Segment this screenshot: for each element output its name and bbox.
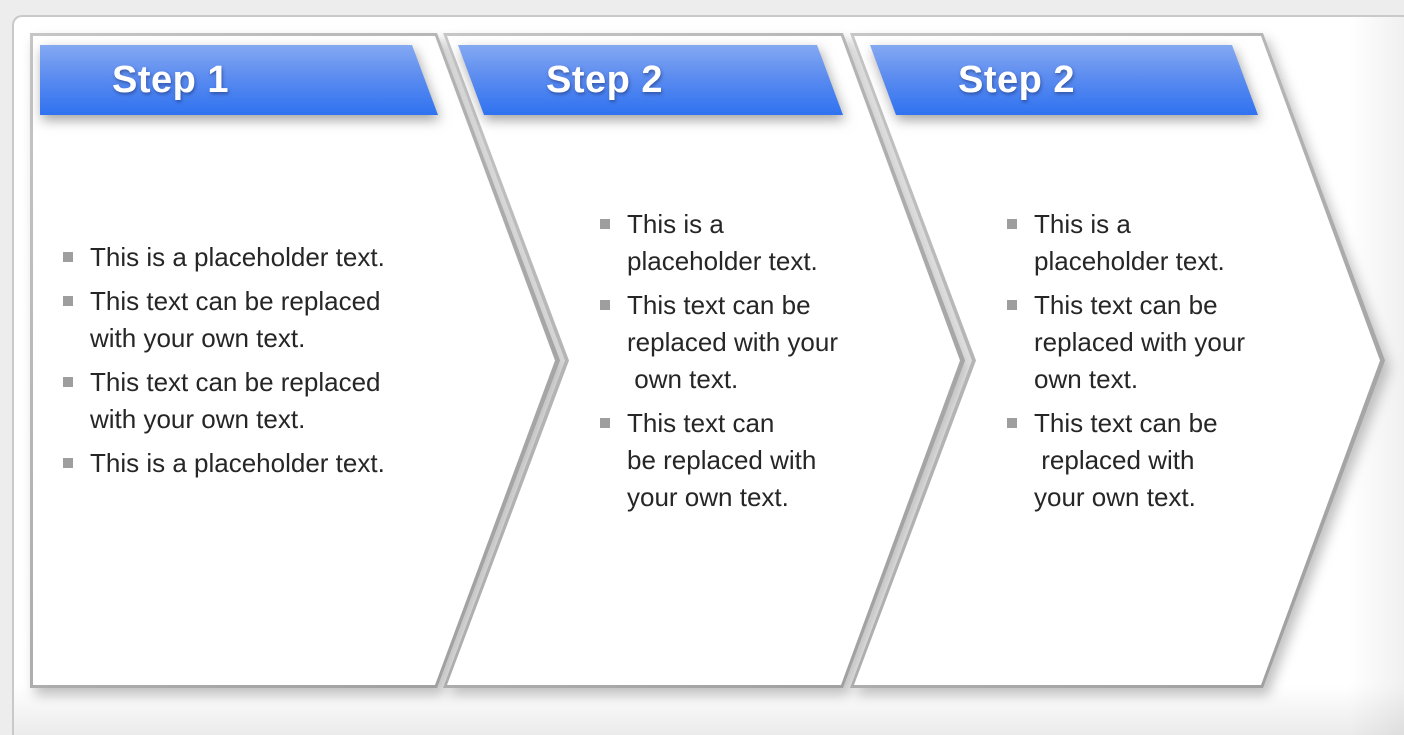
chevron-panel-3: Step 2 This is a placeholder text. This t… bbox=[850, 33, 1385, 688]
step-header-bar-2[interactable]: Step 2 bbox=[458, 45, 843, 115]
chevron-panel-1: Step 1 This is a placeholder text. This t… bbox=[30, 33, 560, 688]
bullet-item: This is a placeholder text. bbox=[1007, 206, 1329, 280]
bullet-item-text: This text can be replaced with your own … bbox=[90, 286, 381, 353]
bullet-square-icon bbox=[63, 296, 73, 306]
step-header-bar-3[interactable]: Step 2 bbox=[870, 45, 1258, 115]
bullet-item-text: This text can be replaced with your own … bbox=[1034, 289, 1245, 394]
bullet-square-icon bbox=[1007, 417, 1017, 428]
chevron-shape-1 bbox=[30, 33, 560, 688]
bullet-square-icon bbox=[600, 417, 610, 428]
bullet-item: This text can be replaced with your own … bbox=[63, 364, 455, 438]
step-header-bar-1[interactable]: Step 1 bbox=[40, 45, 438, 115]
bullet-square-icon bbox=[1007, 299, 1017, 310]
bullet-item: This text can be replaced with your own … bbox=[1007, 287, 1329, 398]
bullet-item: This text can be replaced with your own … bbox=[1007, 405, 1329, 516]
bullet-square-icon bbox=[63, 458, 73, 468]
bullet-item-text: This is a placeholder text. bbox=[627, 208, 818, 276]
bullet-item: This is a placeholder text. bbox=[63, 239, 455, 276]
chevron-shape-3 bbox=[850, 33, 1385, 688]
step-title-1: Step 1 bbox=[112, 59, 230, 101]
bullet-list-2[interactable]: This is a placeholder text. This text can… bbox=[600, 199, 912, 523]
bullet-item-text: This text can be replaced with your own … bbox=[627, 289, 838, 394]
bullet-item-text: This text can be replaced with your own … bbox=[627, 407, 817, 512]
bullet-square-icon bbox=[63, 377, 73, 387]
bullet-square-icon bbox=[600, 218, 610, 229]
bullet-list-area-2: This is a placeholder text. This text can… bbox=[600, 33, 912, 688]
bullet-item: This text can be replaced with your own … bbox=[63, 283, 455, 357]
step-header-3: Step 2 bbox=[870, 45, 1258, 115]
bullet-list-area-3: This is a placeholder text. This text can… bbox=[1007, 33, 1329, 688]
bullet-item: This text can be replaced with your own … bbox=[600, 287, 912, 398]
bullet-square-icon bbox=[63, 252, 73, 262]
bullet-list-area-1: This is a placeholder text. This text can… bbox=[63, 33, 455, 688]
bullet-item-text: This is a placeholder text. bbox=[90, 448, 385, 478]
step-title-2: Step 2 bbox=[546, 59, 664, 101]
chevron-shape-2 bbox=[443, 33, 965, 688]
bullet-list-3[interactable]: This is a placeholder text. This text can… bbox=[1007, 199, 1329, 523]
step-title-3: Step 2 bbox=[958, 59, 1076, 101]
step-header-2: Step 2 bbox=[458, 45, 843, 115]
bullet-item: This is a placeholder text. bbox=[63, 445, 455, 482]
bullet-item: This is a placeholder text. bbox=[600, 206, 912, 280]
bullet-item-text: This text can be replaced with your own … bbox=[90, 367, 381, 434]
step-header-1: Step 1 bbox=[40, 45, 438, 115]
bullet-item-text: This is a placeholder text. bbox=[1034, 208, 1225, 276]
bullet-square-icon bbox=[600, 299, 610, 310]
bullet-item-text: This is a placeholder text. bbox=[90, 242, 385, 272]
bullet-item: This text can be replaced with your own … bbox=[600, 405, 912, 516]
bullet-square-icon bbox=[1007, 218, 1017, 229]
bullet-list-1[interactable]: This is a placeholder text. This text can… bbox=[63, 232, 455, 489]
chevron-fill-1 bbox=[33, 36, 555, 685]
bullet-item-text: This text can be replaced with your own … bbox=[1034, 407, 1218, 512]
chevron-panel-2: Step 2 This is a placeholder text. This t… bbox=[443, 33, 965, 688]
